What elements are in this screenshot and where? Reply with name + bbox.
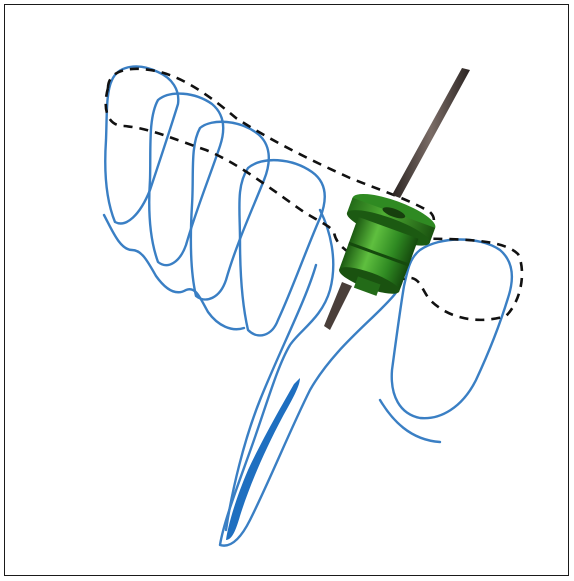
guide-dashed-upper: [108, 69, 522, 320]
implant-tooth-inner-outline: [226, 265, 316, 530]
tooth-1-outline: [105, 66, 178, 223]
teeth-outline-group: [104, 66, 512, 545]
root-canal-fill: [226, 378, 300, 540]
tooth-right-crown-outline: [392, 240, 512, 419]
tooth-2-outline: [149, 94, 223, 266]
surgical-guide-outline: [106, 69, 522, 320]
drill-shaft: [392, 68, 470, 198]
drill-tip: [324, 282, 352, 330]
gum-line-left: [104, 215, 244, 329]
tooth-4-outline: [239, 160, 324, 335]
gum-line-right: [380, 400, 440, 442]
